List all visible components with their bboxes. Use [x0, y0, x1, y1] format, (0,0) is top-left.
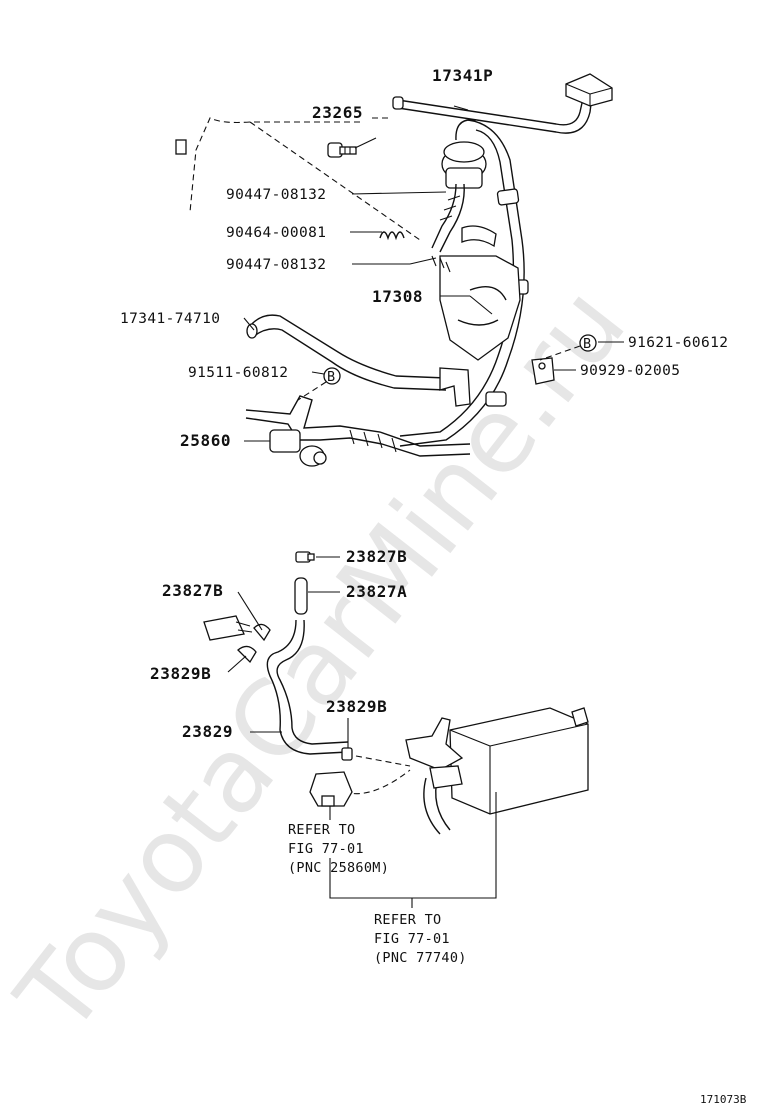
hose-17341-74710[interactable]	[246, 314, 471, 407]
label-17341p: 17341P	[432, 66, 493, 85]
hose-23827a[interactable]	[294, 577, 308, 615]
label-23829b-left: 23829B	[150, 664, 211, 683]
vacuum-valve[interactable]	[441, 119, 487, 189]
label-90929-02005: 90929-02005	[580, 363, 680, 379]
label-17341-74710: 17341-74710	[120, 311, 220, 327]
valve-25860[interactable]	[269, 429, 327, 467]
vsv-17308[interactable]	[439, 225, 521, 361]
bracket-assembly[interactable]	[245, 395, 471, 457]
cap-23827b-top[interactable]	[295, 551, 315, 563]
callout-b-left: B	[323, 367, 341, 385]
svg-text:B: B	[583, 336, 591, 352]
clip-23827b-left[interactable]	[253, 623, 271, 642]
label-90447-08132-a: 90447-08132	[226, 187, 326, 203]
hose-17341p[interactable]	[392, 93, 593, 134]
callout-b-right: B	[579, 334, 597, 352]
refer-note-1: REFER TO FIG 77-01 (PNC 25860M)	[288, 822, 389, 876]
label-17308: 17308	[372, 287, 423, 306]
label-25860: 25860	[180, 431, 231, 450]
hose-clips[interactable]	[431, 183, 465, 273]
label-91621-60612: 91621-60612	[628, 335, 728, 351]
connector-box[interactable]	[565, 73, 613, 107]
pipe-end	[175, 139, 187, 155]
bracket-90929[interactable]	[531, 357, 555, 385]
svg-text:REFER TO: REFER TO	[288, 822, 355, 838]
clip-23829b-mid[interactable]	[341, 747, 353, 761]
vsv-small[interactable]	[309, 771, 353, 807]
label-23829: 23829	[182, 722, 233, 741]
figure-code: 171073B	[700, 1093, 747, 1106]
svg-text:REFER TO: REFER TO	[374, 912, 441, 928]
svg-text:(PNC 25860M): (PNC 25860M)	[288, 860, 389, 876]
dashed-connection-upper	[189, 117, 388, 213]
label-23265: 23265	[312, 103, 363, 122]
hose-23829[interactable]	[266, 619, 349, 755]
svg-text:FIG 77-01: FIG 77-01	[374, 931, 450, 947]
clip-90464[interactable]	[379, 231, 405, 241]
dashed-connection-lower	[343, 755, 411, 795]
label-90464-00081: 90464-00081	[226, 225, 326, 241]
label-91511-60812: 91511-60812	[188, 365, 288, 381]
svg-text:FIG 77-01: FIG 77-01	[288, 841, 364, 857]
svg-text:B: B	[327, 369, 335, 385]
plug-23265[interactable]	[327, 142, 357, 158]
charcoal-canister[interactable]	[405, 707, 589, 835]
label-90447-08132-b: 90447-08132	[226, 257, 326, 273]
refer-note-2: REFER TO FIG 77-01 (PNC 77740)	[374, 912, 467, 966]
label-23827b-left: 23827B	[162, 581, 223, 600]
label-23827b-top: 23827B	[346, 547, 407, 566]
connector-left[interactable]	[203, 615, 253, 641]
svg-text:(PNC 77740): (PNC 77740)	[374, 950, 467, 966]
refer-bracket	[329, 792, 497, 899]
label-23829b-mid: 23829B	[326, 697, 387, 716]
clip-23829b-left[interactable]	[237, 645, 257, 664]
label-23827a: 23827A	[346, 582, 407, 601]
